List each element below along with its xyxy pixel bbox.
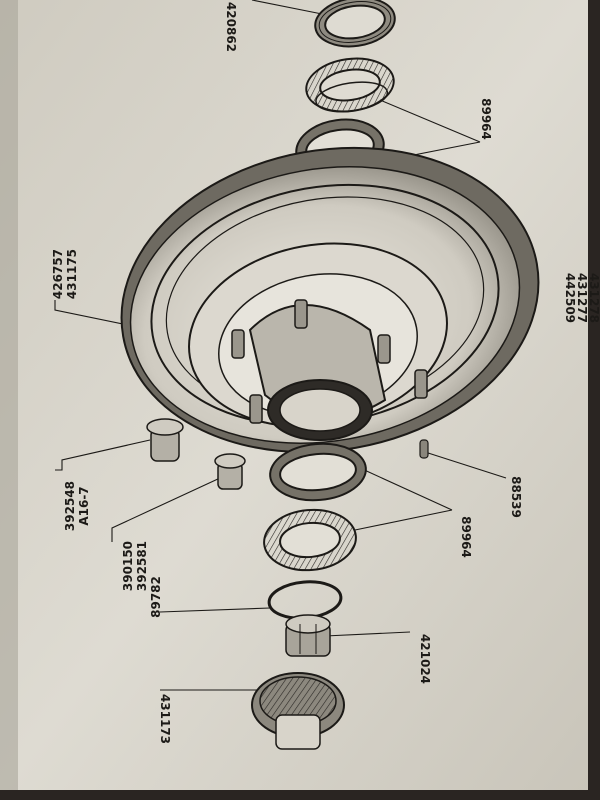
label-431173: 431173 — [158, 693, 172, 745]
label-421024: 421024 — [418, 633, 432, 685]
label-431175: 431175 — [65, 248, 79, 300]
label-89964-outer: 89964 — [479, 98, 493, 140]
pin — [419, 439, 429, 459]
outer-seal — [314, 0, 396, 48]
label-89964-inner: 89964 — [459, 516, 473, 558]
label-392581: 392581 — [135, 540, 149, 592]
inner-bearing-cup — [269, 442, 367, 502]
label-A16-7: A16-7 — [77, 486, 91, 526]
wheel-studs — [231, 299, 428, 424]
label-420862: 420862 — [224, 1, 238, 53]
label-390150: 390150 — [121, 540, 135, 592]
outer-bearing-cone — [305, 57, 395, 113]
leader-lines — [54, 0, 527, 691]
hub-cap — [251, 672, 345, 750]
inner-bearing-cone — [263, 508, 357, 572]
brake-drum — [120, 146, 540, 454]
label-88539: 88539 — [509, 476, 523, 518]
label-392548: 392548 — [63, 480, 77, 532]
castle-nut — [285, 614, 331, 657]
grease-cap-a — [146, 418, 184, 462]
label-89782: 89782 — [149, 576, 163, 618]
grease-cap-b — [214, 453, 246, 490]
label-426757: 426757 — [51, 248, 65, 300]
label-drum-431278: 431278 — [587, 272, 600, 324]
paper-edge-shadow — [0, 0, 18, 790]
